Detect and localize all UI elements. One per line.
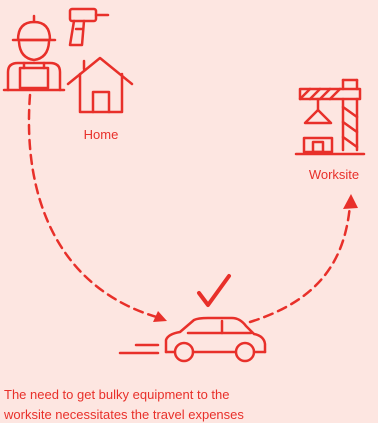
arrowhead-to-worksite bbox=[343, 194, 358, 209]
home-label: Home bbox=[83, 127, 119, 142]
dashed-path-home-to-car bbox=[27, 93, 162, 320]
caption-line-1: The need to get bulky equipment to the bbox=[4, 387, 230, 402]
dashed-path-car-to-worksite bbox=[248, 203, 352, 324]
arrowhead-to-car bbox=[153, 311, 167, 322]
caption: The need to get bulky equipment to the w… bbox=[4, 385, 374, 423]
drill-icon bbox=[68, 7, 110, 47]
worksite-label: Worksite bbox=[308, 167, 360, 182]
house-icon bbox=[66, 56, 134, 114]
crane-icon bbox=[294, 78, 366, 156]
speed-lines bbox=[118, 343, 160, 355]
caption-line-2: worksite necessitates the travel expense… bbox=[4, 407, 244, 422]
worker-icon bbox=[2, 14, 66, 92]
checkmark-icon bbox=[197, 274, 231, 307]
car-icon bbox=[164, 316, 267, 363]
